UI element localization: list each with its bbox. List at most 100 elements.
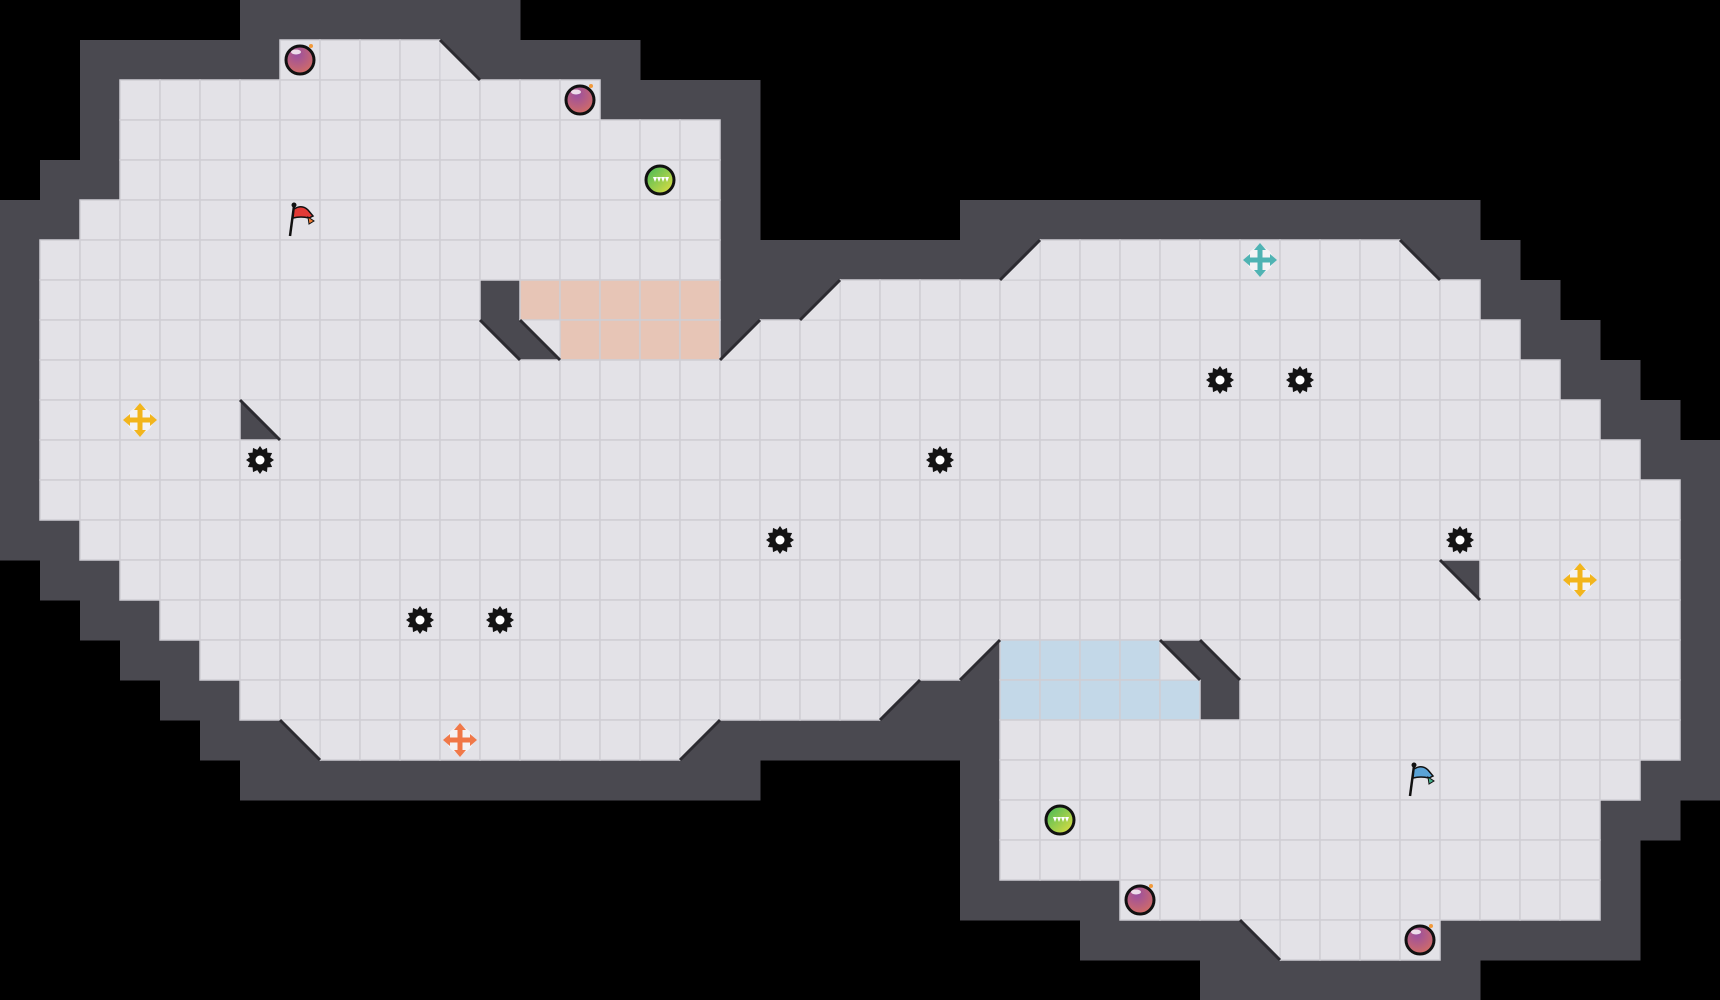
floor-tile[interactable]: [479, 679, 521, 721]
floor-tile[interactable]: [599, 519, 641, 561]
floor-tile[interactable]: [1279, 559, 1321, 601]
floor-tile[interactable]: [919, 319, 961, 361]
floor-tile[interactable]: [1039, 839, 1081, 881]
floor-tile[interactable]: [479, 239, 521, 281]
floor-tile[interactable]: [359, 479, 401, 521]
floor-tile[interactable]: [919, 359, 961, 401]
floor-tile[interactable]: [639, 479, 681, 521]
floor-tile[interactable]: [1279, 679, 1321, 721]
floor-tile[interactable]: [1519, 479, 1561, 521]
floor-tile[interactable]: [1359, 399, 1401, 441]
floor-tile[interactable]: [359, 199, 401, 241]
floor-tile[interactable]: [1639, 479, 1681, 521]
floor-tile[interactable]: [1439, 479, 1481, 521]
floor-tile[interactable]: [1479, 399, 1521, 441]
floor-tile[interactable]: [1399, 719, 1441, 761]
floor-tile[interactable]: [519, 239, 561, 281]
floor-tile[interactable]: [1479, 639, 1521, 681]
floor-tile[interactable]: [759, 359, 801, 401]
floor-tile[interactable]: [1359, 799, 1401, 841]
blue-zone-tile[interactable]: [1039, 639, 1081, 681]
floor-tile[interactable]: [1599, 599, 1641, 641]
floor-tile[interactable]: [359, 279, 401, 321]
floor-tile[interactable]: [1239, 439, 1281, 481]
floor-tile[interactable]: [1119, 759, 1161, 801]
floor-tile[interactable]: [239, 679, 281, 721]
floor-tile[interactable]: [839, 479, 881, 521]
floor-tile[interactable]: [1079, 759, 1121, 801]
floor-tile[interactable]: [119, 79, 161, 121]
floor-tile[interactable]: [1399, 319, 1441, 361]
green-ball-icon[interactable]: [644, 164, 676, 196]
floor-tile[interactable]: [1359, 719, 1401, 761]
floor-tile[interactable]: [799, 399, 841, 441]
floor-tile[interactable]: [519, 479, 561, 521]
floor-tile[interactable]: [199, 519, 241, 561]
floor-tile[interactable]: [1359, 599, 1401, 641]
floor-tile[interactable]: [359, 399, 401, 441]
floor-tile[interactable]: [599, 439, 641, 481]
floor-tile[interactable]: [1039, 279, 1081, 321]
floor-tile[interactable]: [1119, 519, 1161, 561]
floor-tile[interactable]: [159, 399, 201, 441]
floor-tile[interactable]: [1479, 359, 1521, 401]
floor-tile[interactable]: [1199, 799, 1241, 841]
floor-tile[interactable]: [1119, 319, 1161, 361]
floor-tile[interactable]: [199, 599, 241, 641]
floor-tile[interactable]: [1639, 519, 1681, 561]
floor-tile[interactable]: [759, 599, 801, 641]
floor-tile[interactable]: [439, 439, 481, 481]
floor-tile[interactable]: [799, 599, 841, 641]
floor-tile[interactable]: [1359, 439, 1401, 481]
floor-tile[interactable]: [199, 439, 241, 481]
peach-zone-tile[interactable]: [559, 319, 601, 361]
floor-tile[interactable]: [439, 199, 481, 241]
floor-tile[interactable]: [119, 239, 161, 281]
floor-tile[interactable]: [239, 199, 281, 241]
floor-tile[interactable]: [639, 239, 681, 281]
floor-tile[interactable]: [479, 639, 521, 681]
floor-tile[interactable]: [439, 359, 481, 401]
floor-tile[interactable]: [1039, 359, 1081, 401]
floor-tile[interactable]: [399, 39, 441, 81]
floor-tile[interactable]: [1279, 239, 1321, 281]
floor-tile[interactable]: [679, 119, 721, 161]
floor-tile[interactable]: [1239, 319, 1281, 361]
floor-tile[interactable]: [519, 639, 561, 681]
floor-tile[interactable]: [279, 679, 321, 721]
floor-tile[interactable]: [1119, 719, 1161, 761]
floor-tile[interactable]: [1239, 879, 1281, 921]
floor-tile[interactable]: [879, 439, 921, 481]
floor-tile[interactable]: [359, 119, 401, 161]
floor-tile[interactable]: [1319, 439, 1361, 481]
floor-tile[interactable]: [239, 479, 281, 521]
floor-tile[interactable]: [39, 239, 81, 281]
floor-tile[interactable]: [159, 159, 201, 201]
floor-tile[interactable]: [1559, 439, 1601, 481]
floor-tile[interactable]: [239, 319, 281, 361]
floor-tile[interactable]: [1239, 559, 1281, 601]
floor-tile[interactable]: [719, 559, 761, 601]
floor-tile[interactable]: [519, 359, 561, 401]
floor-tile[interactable]: [879, 359, 921, 401]
gear-icon[interactable]: [246, 446, 274, 474]
floor-tile[interactable]: [1039, 559, 1081, 601]
floor-tile[interactable]: [359, 239, 401, 281]
floor-tile[interactable]: [719, 679, 761, 721]
bomb-icon[interactable]: [1124, 884, 1156, 916]
floor-tile[interactable]: [399, 359, 441, 401]
floor-tile[interactable]: [1079, 399, 1121, 441]
floor-tile[interactable]: [1319, 759, 1361, 801]
floor-tile[interactable]: [1439, 319, 1481, 361]
floor-tile[interactable]: [999, 719, 1041, 761]
floor-tile[interactable]: [1039, 399, 1081, 441]
floor-tile[interactable]: [999, 599, 1041, 641]
floor-tile[interactable]: [359, 159, 401, 201]
floor-tile[interactable]: [359, 719, 401, 761]
floor-tile[interactable]: [719, 599, 761, 641]
floor-tile[interactable]: [239, 359, 281, 401]
floor-tile[interactable]: [39, 479, 81, 521]
floor-tile[interactable]: [599, 599, 641, 641]
floor-tile[interactable]: [1239, 799, 1281, 841]
floor-tile[interactable]: [1479, 599, 1521, 641]
